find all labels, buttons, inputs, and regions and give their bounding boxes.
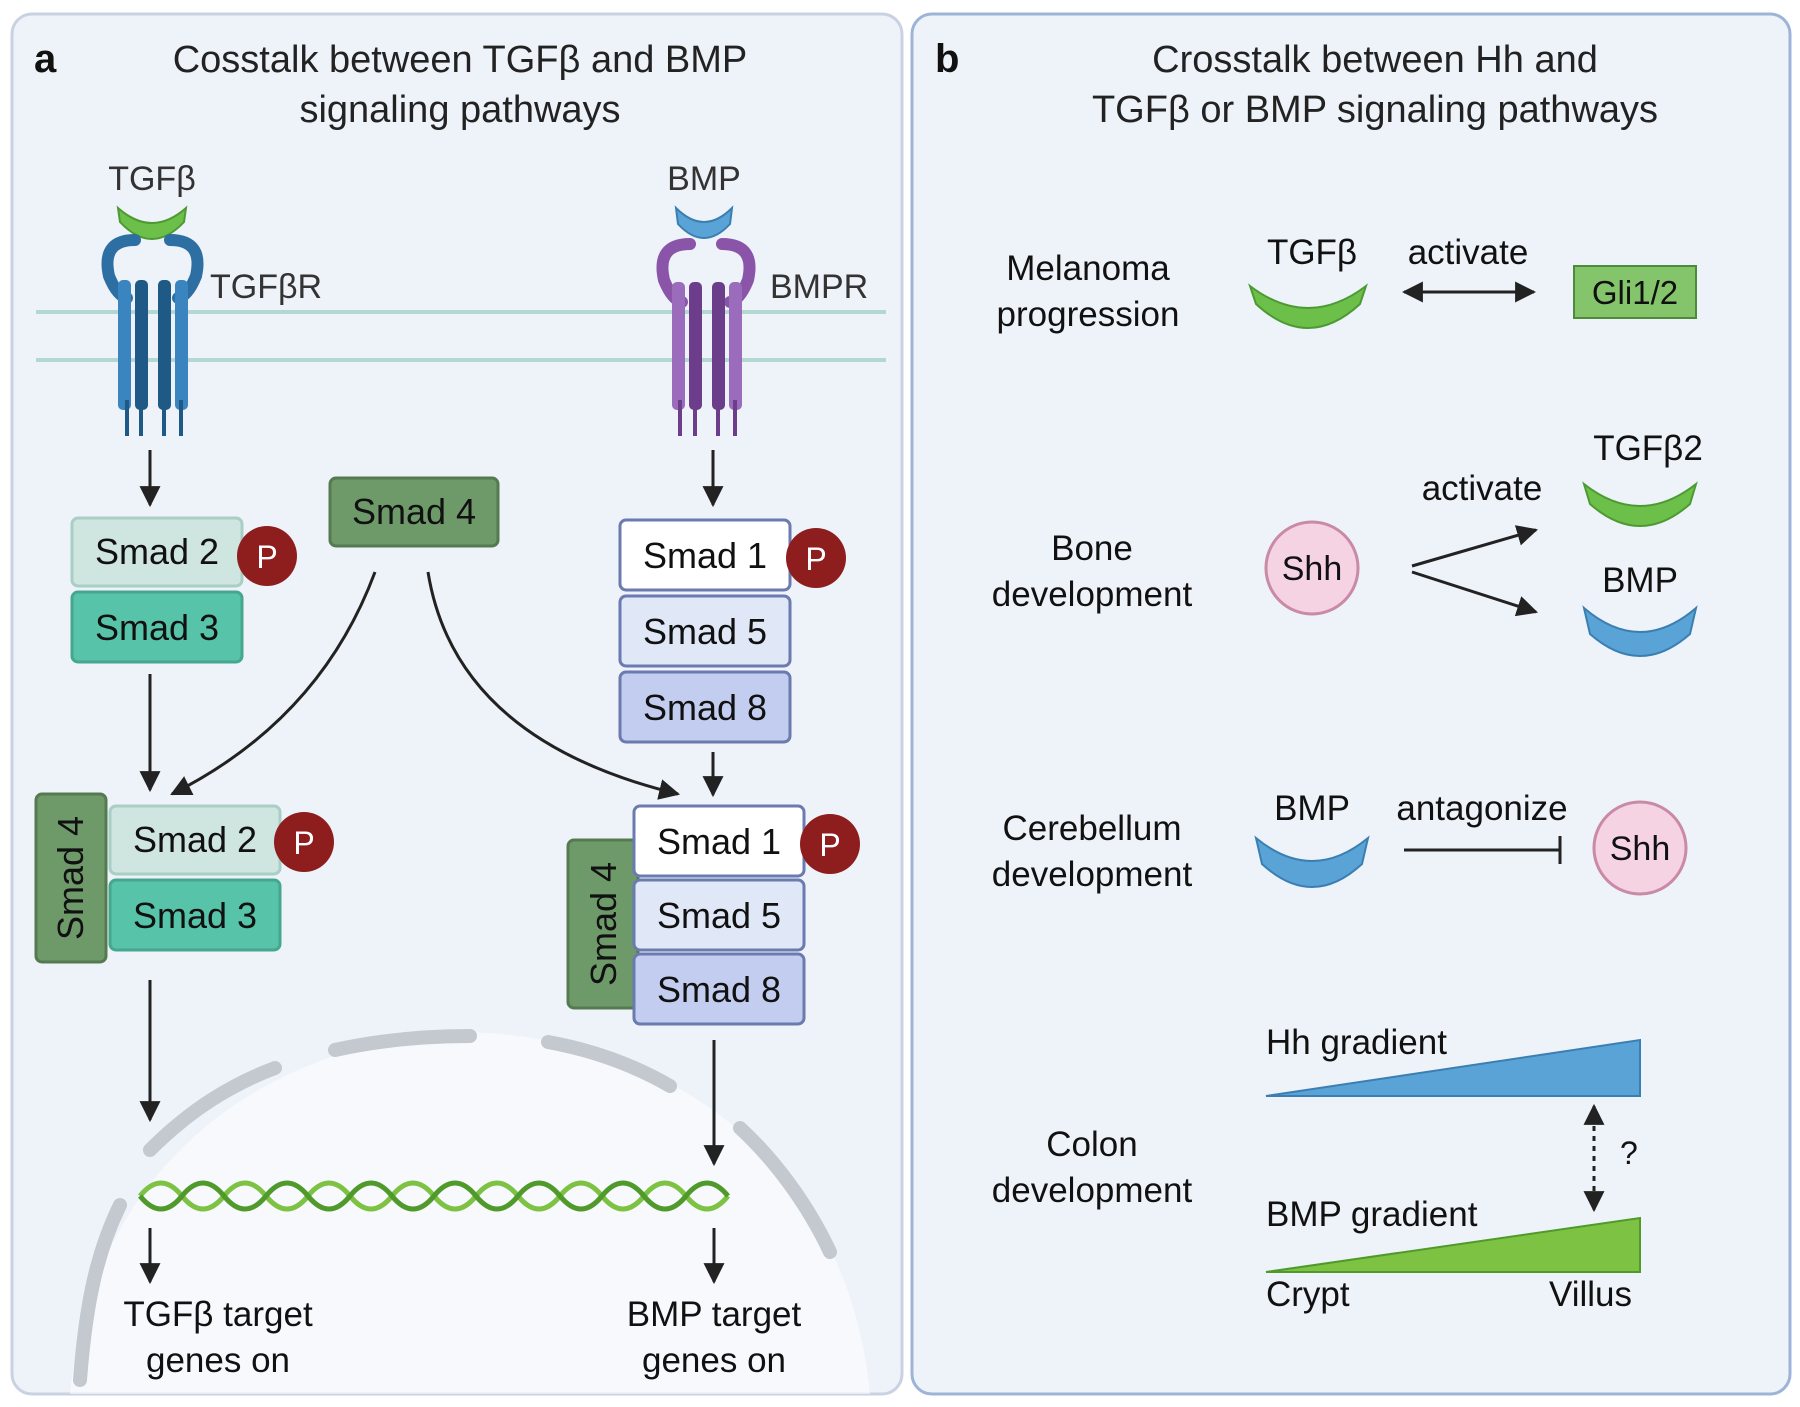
cerebellum-shh-icon [1592,800,1688,896]
bmp-receptor-icon [656,238,756,436]
smad3-box-bottom [108,878,282,952]
cerebellum-label-line2: development [992,855,1193,894]
villus-label: Villus [1549,1275,1632,1314]
colon-label-line2: development [992,1171,1193,1210]
arrow-smad4-to-bmp-complex [426,571,681,800]
panel-a-title-line1: Cosstalk between TGFβ and BMP [173,39,748,81]
smad4-box-tgfb-complex [34,792,108,964]
crypt-label: Crypt [1266,1275,1350,1314]
gli12-box [1573,265,1697,319]
cerebellum-label-line1: Cerebellum [1003,809,1182,848]
panel-a-title-line2: signaling pathways [299,89,620,131]
phospho-label-smad2-top: P [256,539,277,575]
smad5-box-bottom [632,878,806,952]
bone-label-line1: Bone [1051,529,1133,568]
smad4-label-bmp-complex: Smad 4 [583,862,624,986]
phospho-icon-smad1-bottom [800,814,860,874]
smad5-box-top [618,594,792,668]
melanoma-activate-label: activate [1408,233,1529,272]
smad8-box-bottom [632,952,806,1026]
panel-b-title-line1: Crosstalk between Hh and [1152,39,1598,81]
smad4-label-free: Smad 4 [352,491,476,532]
panel-a: a Cosstalk between TGFβ and BMP signalin… [10,12,904,1396]
panel-a-letter: a [34,37,57,81]
bmp-target-genes-line1: BMP target [627,1295,802,1334]
smad1-label-top: Smad 1 [643,535,767,576]
tgfb-receptor-label: TGFβR [210,268,322,306]
bmp-gradient-wedge [1265,1216,1641,1273]
phospho-label-smad2-bottom: P [293,825,314,861]
cerebellum-antagonize-label: antagonize [1396,789,1567,828]
smad4-box-free [328,476,500,548]
bone-arrow-to-tgfb2 [1411,525,1539,568]
smad2-label-top: Smad 2 [95,531,219,572]
bone-activate-label: activate [1422,469,1543,508]
bone-tgfb2-label: TGFβ2 [1593,429,1703,468]
phospho-icon-smad2-top [237,526,297,586]
dna-icon [138,1180,730,1212]
phospho-label-smad1-bottom: P [819,827,840,863]
melanoma-label-line1: Melanoma [1006,249,1170,288]
smad3-label-bottom: Smad 3 [133,895,257,936]
nuclear-envelope [73,1029,837,1387]
cerebellum-bmp-label: BMP [1274,789,1350,828]
smad1-label-bottom: Smad 1 [657,821,781,862]
melanoma-label-line2: progression [997,295,1180,334]
bone-bmp-icon [1582,605,1698,657]
phospho-icon-smad1-top [786,528,846,588]
tgfb-target-genes-line2: genes on [146,1341,290,1380]
bone-bmp-label: BMP [1602,561,1678,600]
arrow-smad4-to-tgfb-complex [170,571,377,796]
bmp-receptor-label: BMPR [770,268,868,306]
bmp-ligand-icon [674,205,734,239]
smad2-label-bottom: Smad 2 [133,819,257,860]
gli12-label: Gli1/2 [1592,274,1678,311]
panel-b: b Crosstalk between Hh and TGFβ or BMP s… [910,12,1792,1396]
bmp-target-genes-line2: genes on [642,1341,786,1380]
smad5-label-bottom: Smad 5 [657,895,781,936]
bone-shh-icon [1264,520,1360,616]
colon-question-label: ? [1620,1135,1638,1171]
melanoma-tgfb-label: TGFβ [1267,233,1357,272]
smad3-box-top [70,590,244,664]
bone-tgfb2-icon [1582,481,1698,527]
hh-gradient-wedge [1265,1038,1641,1097]
cerebellum-shh-label: Shh [1610,830,1671,868]
smad8-label-bottom: Smad 8 [657,969,781,1010]
bone-label-line2: development [992,575,1193,614]
smad8-label-top: Smad 8 [643,687,767,728]
phospho-label-smad1-top: P [805,541,826,577]
bone-arrow-to-bmp [1411,570,1538,617]
smad5-label-top: Smad 5 [643,611,767,652]
tgfb-target-genes-line1: TGFβ target [123,1295,313,1334]
smad3-label-top: Smad 3 [95,607,219,648]
smad4-label-tgfb-complex: Smad 4 [50,816,91,940]
hh-gradient-label: Hh gradient [1266,1023,1447,1062]
nucleus-interior [70,1032,870,1394]
tgfb-ligand-label: TGFβ [108,160,196,198]
bone-shh-label: Shh [1282,550,1343,588]
panel-b-title-line2: TGFβ or BMP signaling pathways [1092,89,1658,131]
bmp-ligand-label: BMP [667,160,741,198]
bmp-gradient-label: BMP gradient [1266,1195,1478,1234]
phospho-icon-smad2-bottom [274,812,334,872]
melanoma-tgfb-icon [1248,283,1368,329]
panel-b-background [910,12,1792,1396]
colon-label-line1: Colon [1046,1125,1137,1164]
cerebellum-bmp-icon [1254,835,1370,888]
smad8-box-top [618,670,792,744]
panel-b-letter: b [935,37,959,81]
tgfb-receptor-icon [101,234,204,436]
